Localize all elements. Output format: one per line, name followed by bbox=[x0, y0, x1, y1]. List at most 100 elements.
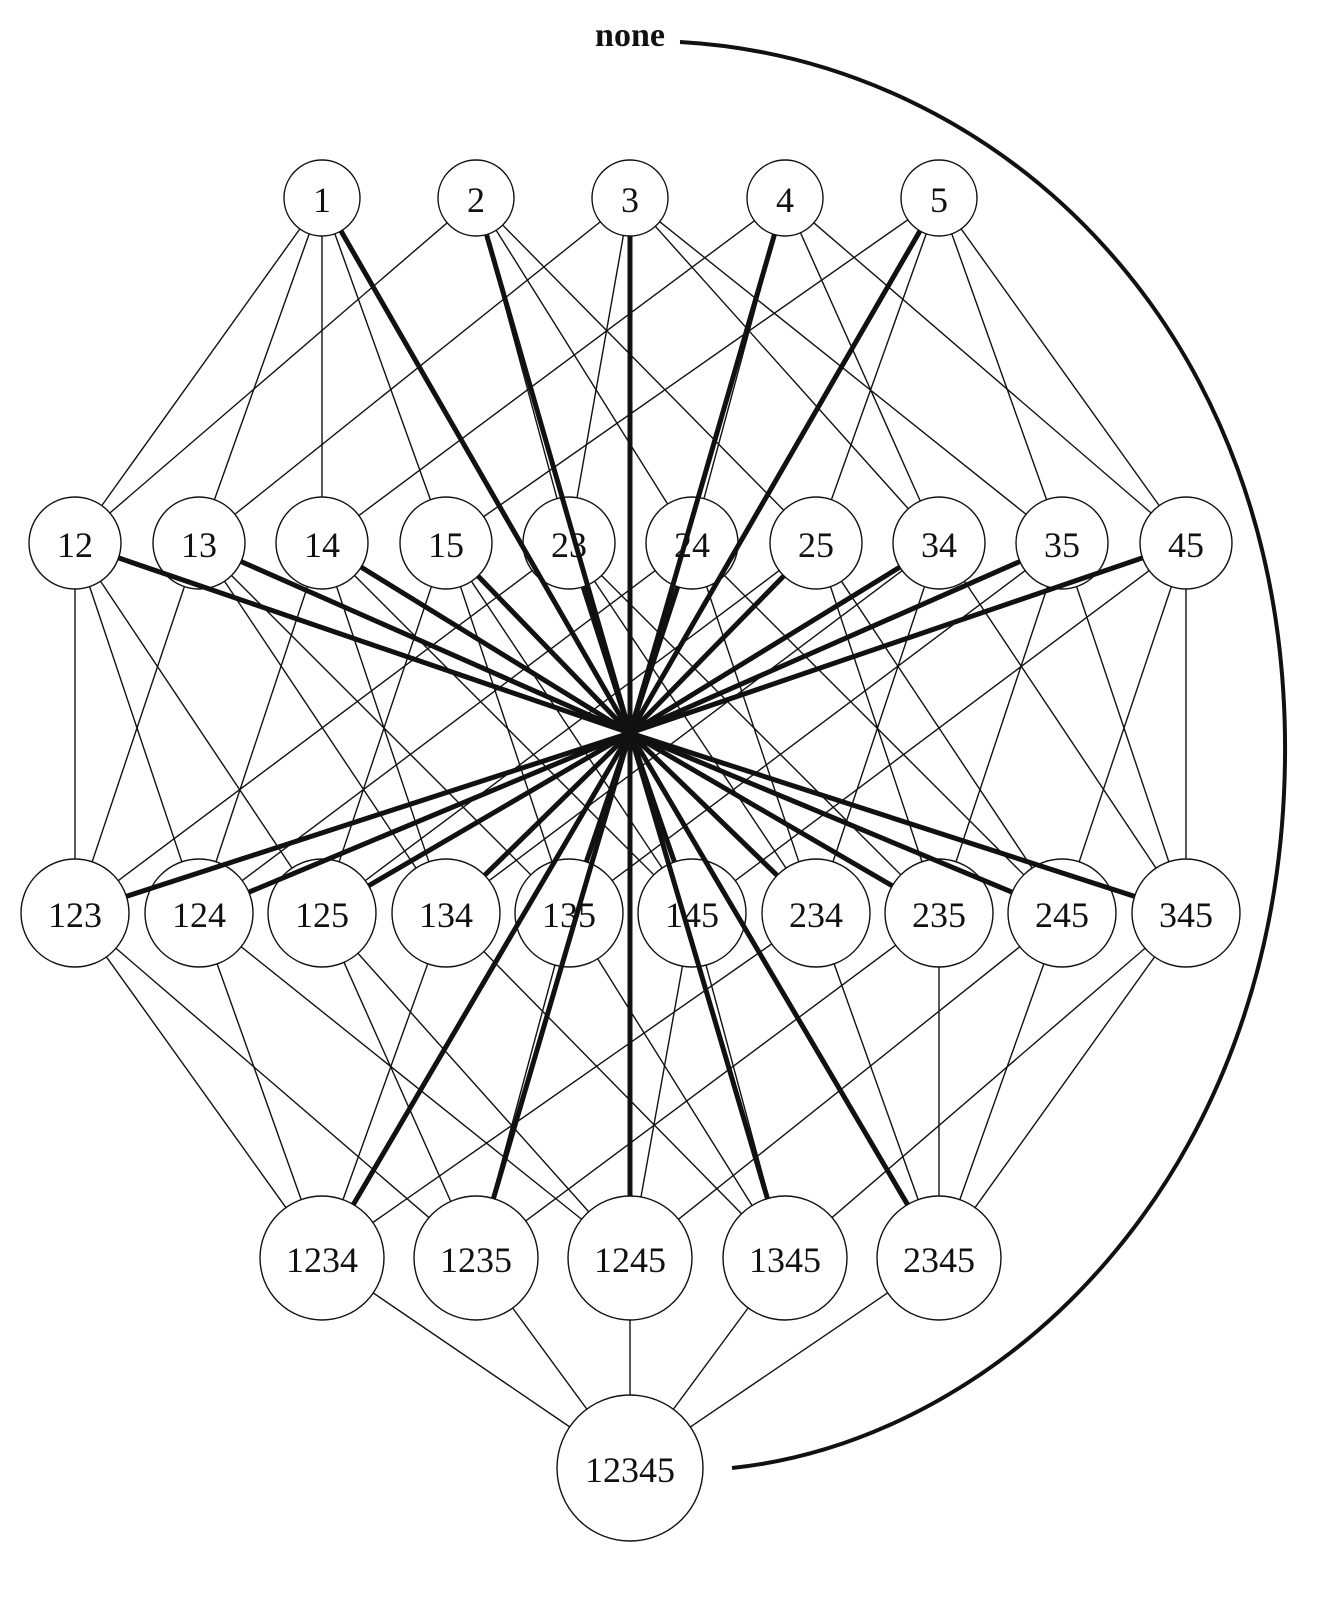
node-label: 13 bbox=[181, 525, 217, 565]
edge-12-124 bbox=[88, 586, 183, 863]
hub-edge-2345 bbox=[627, 731, 910, 1206]
node-2345: 2345 bbox=[876, 1195, 1002, 1321]
hub-edge-1345 bbox=[627, 732, 770, 1200]
node-1235: 1235 bbox=[413, 1195, 539, 1321]
thick-edges bbox=[117, 229, 1144, 1206]
node-145: 145 bbox=[637, 858, 747, 968]
none-label: none bbox=[595, 17, 665, 54]
edge-13-123 bbox=[91, 586, 186, 863]
edge-125-1245 bbox=[357, 952, 590, 1213]
edge-1235-12345 bbox=[512, 1307, 588, 1410]
edge-1345-12345 bbox=[672, 1307, 749, 1410]
node-134: 134 bbox=[391, 858, 501, 968]
edge-1-13 bbox=[213, 233, 310, 500]
node-circle bbox=[20, 858, 130, 968]
node-3: 3 bbox=[591, 159, 669, 237]
node-label: 134 bbox=[419, 895, 473, 935]
central-hub bbox=[623, 726, 637, 740]
node-label: 235 bbox=[912, 895, 966, 935]
node-circle bbox=[144, 858, 254, 968]
node-label: 1235 bbox=[440, 1240, 512, 1280]
edge-3-23 bbox=[576, 235, 625, 498]
edge-145-1245 bbox=[640, 966, 684, 1198]
edge-135-1345 bbox=[597, 958, 753, 1206]
edge-1-12 bbox=[101, 228, 301, 507]
edge-124-1234 bbox=[216, 963, 302, 1200]
hub-edge-1235 bbox=[491, 732, 633, 1200]
edge-234-2345 bbox=[833, 963, 919, 1200]
node-circle bbox=[567, 1195, 693, 1321]
node-label: 35 bbox=[1044, 525, 1080, 565]
node-label: 4 bbox=[776, 180, 794, 220]
edge-34-345 bbox=[963, 580, 1157, 869]
node-circle bbox=[761, 858, 871, 968]
edge-34-134 bbox=[488, 570, 903, 882]
node-234: 234 bbox=[761, 858, 871, 968]
edge-2345-12345 bbox=[689, 1292, 889, 1428]
edge-13-134 bbox=[223, 580, 417, 869]
node-5: 5 bbox=[900, 159, 978, 237]
hub-edge-245 bbox=[629, 730, 1014, 895]
hub-edge-13 bbox=[240, 559, 632, 736]
edge-25-235 bbox=[829, 586, 923, 862]
edge-45-245 bbox=[1078, 586, 1173, 863]
edge-3-34 bbox=[654, 225, 909, 510]
node-circle bbox=[876, 1195, 1002, 1321]
node-label: 3 bbox=[621, 180, 639, 220]
edge-23-123 bbox=[117, 570, 533, 882]
node-1345: 1345 bbox=[722, 1195, 848, 1321]
node-label: 5 bbox=[930, 180, 948, 220]
node-label: 15 bbox=[428, 525, 464, 565]
hub-edge-234 bbox=[628, 731, 779, 878]
edge-2-25 bbox=[502, 224, 785, 511]
node-circle bbox=[514, 858, 624, 968]
node-label: 14 bbox=[304, 525, 340, 565]
node-124: 124 bbox=[144, 858, 254, 968]
edge-345-1345 bbox=[831, 947, 1146, 1219]
hub-edge-125 bbox=[367, 730, 632, 888]
hub-edge-123 bbox=[125, 730, 631, 899]
edge-5-25 bbox=[830, 233, 927, 500]
node-label: 234 bbox=[789, 895, 843, 935]
node-345: 345 bbox=[1131, 858, 1241, 968]
node-15: 15 bbox=[399, 496, 493, 590]
node-1: 1 bbox=[283, 159, 361, 237]
edge-134-1234 bbox=[342, 963, 429, 1200]
edge-234-1234 bbox=[372, 943, 773, 1224]
node-12: 12 bbox=[28, 496, 122, 590]
edge-4-45 bbox=[813, 222, 1152, 514]
edge-12-125 bbox=[99, 580, 293, 869]
node-circle bbox=[391, 858, 501, 968]
node-circle bbox=[1007, 858, 1117, 968]
hub-edge-2 bbox=[484, 233, 633, 734]
node-label: 2345 bbox=[903, 1240, 975, 1280]
hub-edge-15 bbox=[476, 574, 632, 735]
edge-23-234 bbox=[593, 580, 787, 869]
node-25: 25 bbox=[769, 496, 863, 590]
node-13: 13 bbox=[152, 496, 246, 590]
node-1234: 1234 bbox=[259, 1195, 385, 1321]
edge-15-125 bbox=[338, 586, 433, 863]
node-label: 2 bbox=[467, 180, 485, 220]
node-23: 23 bbox=[522, 496, 616, 590]
node-4: 4 bbox=[746, 159, 824, 237]
node-34: 34 bbox=[892, 496, 986, 590]
edge-15-135 bbox=[459, 586, 553, 862]
node-circle bbox=[1015, 496, 1109, 590]
edge-245-1245 bbox=[678, 946, 1021, 1220]
hub-edge-4 bbox=[627, 233, 777, 734]
hub-edge-124 bbox=[247, 730, 631, 895]
node-circle bbox=[267, 858, 377, 968]
node-circle bbox=[556, 1394, 704, 1542]
edge-123-1234 bbox=[105, 956, 287, 1208]
hub-edge-34 bbox=[628, 564, 902, 736]
edge-25-245 bbox=[840, 580, 1033, 869]
node-45: 45 bbox=[1139, 496, 1233, 590]
node-circle bbox=[1131, 858, 1241, 968]
edge-24-124 bbox=[241, 570, 656, 882]
hub-edge-345 bbox=[629, 730, 1136, 899]
node-123: 123 bbox=[20, 858, 130, 968]
edge-24-234 bbox=[705, 586, 800, 863]
node-35: 35 bbox=[1015, 496, 1109, 590]
